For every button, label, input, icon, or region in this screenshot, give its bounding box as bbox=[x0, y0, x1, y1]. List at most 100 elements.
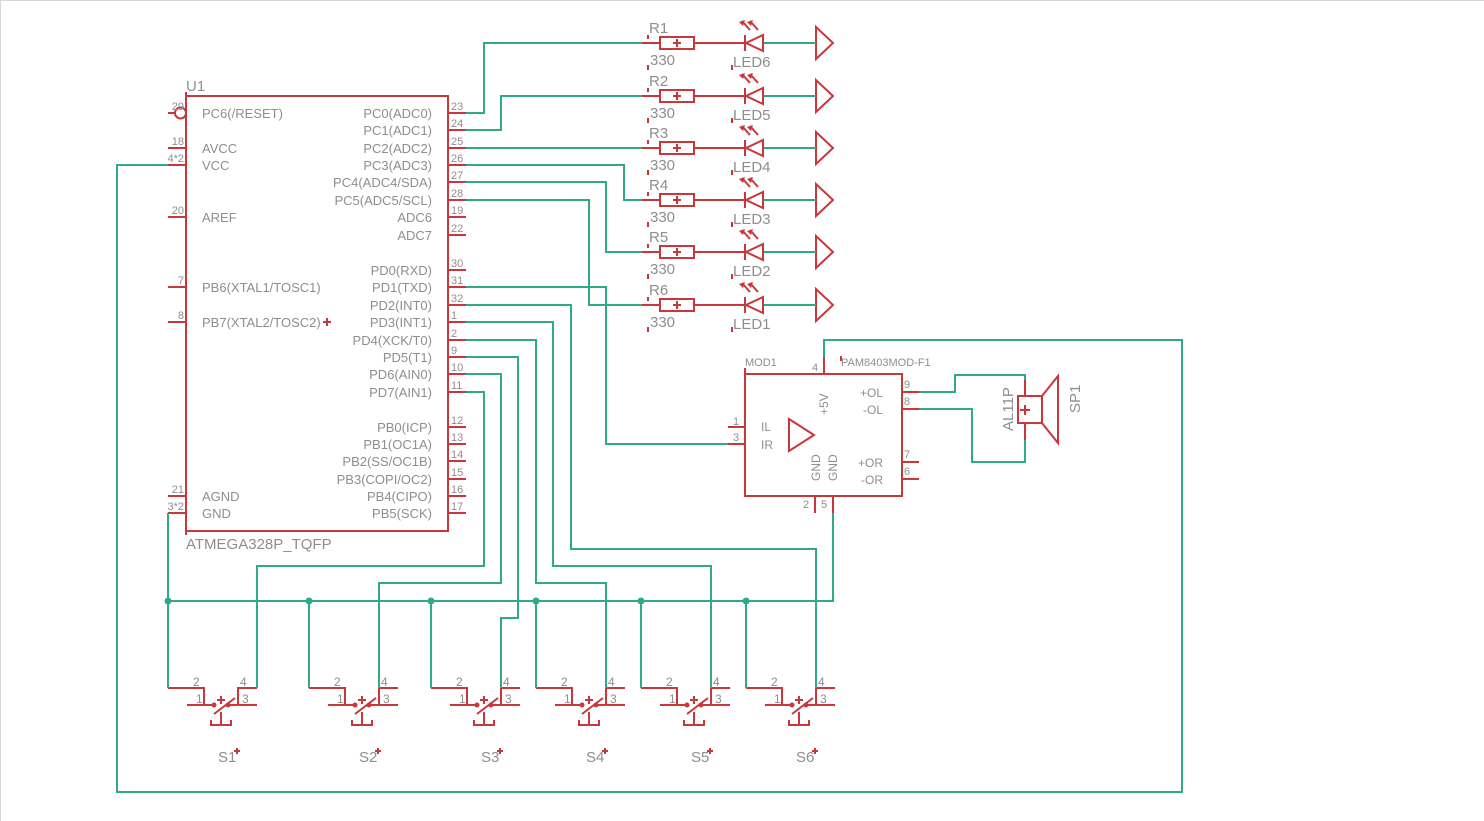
wire-pd3-s5 bbox=[466, 321, 712, 688]
pin-label: AGND bbox=[202, 489, 240, 504]
switch-terminal bbox=[605, 687, 625, 706]
mod1-amplifier[interactable]: MOD1 PAM8403MOD-F1 1 3 IL IR 4 +5V 2 5 G… bbox=[728, 356, 931, 513]
resistor-name: R3 bbox=[649, 125, 668, 142]
mod1-num-nor: 6 bbox=[904, 466, 910, 478]
sp1-name: SP1 bbox=[1067, 385, 1084, 413]
switch-terminal bbox=[746, 687, 783, 706]
pin-number: 23 bbox=[451, 101, 463, 113]
pin-label: PC4(ADC4/SDA) bbox=[333, 175, 432, 190]
switch-lever-icon bbox=[791, 697, 814, 715]
u1-name: U1 bbox=[186, 78, 205, 95]
pin-number: 1 bbox=[451, 310, 457, 322]
pin-label: PD4(XCK/T0) bbox=[353, 333, 432, 348]
pin-number: 3*2 bbox=[167, 501, 184, 513]
ground-triangle-icon bbox=[815, 233, 835, 271]
pin-number: 10 bbox=[451, 362, 463, 374]
led-name: LED4 bbox=[733, 159, 771, 176]
pin-number: 31 bbox=[451, 275, 463, 287]
mod1-num-ir: 3 bbox=[733, 432, 739, 444]
pin-label: PB2(SS/OC1B) bbox=[342, 454, 432, 469]
led-diode-icon bbox=[743, 33, 764, 53]
mod1-num-il: 1 bbox=[733, 416, 739, 428]
pin-number: 19 bbox=[451, 205, 463, 217]
light-arrowhead-icon bbox=[747, 282, 753, 288]
light-arrowhead-icon bbox=[747, 229, 753, 235]
wire-pd4-s4 bbox=[466, 339, 607, 688]
pin-number: 22 bbox=[451, 223, 463, 235]
pin-label: PD6(AIN0) bbox=[369, 367, 432, 382]
switch-contact-icon bbox=[684, 702, 690, 708]
u1-right-pins: 23PC0(ADC0)24PC1(ADC1)25PC2(ADC2)26PC3(A… bbox=[333, 101, 466, 521]
pin-number: 25 bbox=[451, 136, 463, 148]
switch-lever-icon bbox=[213, 697, 236, 715]
mod1-label-por: +OR bbox=[858, 456, 883, 470]
pin-label: PD2(INT0) bbox=[370, 298, 432, 313]
wire-pc0-r1 bbox=[466, 42, 642, 114]
sp1-speaker[interactable]: AL11P SP1 bbox=[1000, 373, 1084, 446]
pin-label: ADC7 bbox=[397, 228, 432, 243]
resistor-name: R5 bbox=[649, 229, 668, 246]
mod1-num-gnd1: 2 bbox=[803, 499, 809, 511]
ground-triangle-icon bbox=[815, 77, 835, 115]
inverted-pin-circle-icon bbox=[174, 106, 187, 120]
pin-number: 2 bbox=[451, 328, 457, 340]
pin-label: AVCC bbox=[202, 141, 237, 156]
switch-pin-number: 4 bbox=[381, 675, 388, 689]
switch-name: S3 bbox=[481, 749, 499, 766]
pin-label: PD7(AIN1) bbox=[369, 385, 432, 400]
led-name: LED5 bbox=[733, 107, 771, 124]
wires bbox=[116, 42, 1183, 793]
junction-dot bbox=[742, 597, 750, 605]
led-diode-icon bbox=[743, 242, 764, 262]
pin-number: 29 bbox=[172, 101, 184, 113]
wire-vcc bbox=[116, 164, 1183, 793]
u1-body bbox=[185, 95, 449, 532]
switch-pin-number: 4 bbox=[818, 675, 825, 689]
switch-pin-number: 4 bbox=[240, 675, 247, 689]
pin-label: PD0(RXD) bbox=[371, 263, 432, 278]
led-name: LED1 bbox=[733, 316, 771, 333]
switch-pin-number: 4 bbox=[608, 675, 615, 689]
wire-pd5-s3 bbox=[466, 356, 519, 688]
switch-terminal bbox=[378, 687, 398, 706]
wire-pc3-r4 bbox=[466, 164, 642, 201]
pin-number: 11 bbox=[451, 380, 462, 392]
switch-pin-number: 1 bbox=[774, 692, 781, 706]
led-name: LED2 bbox=[733, 263, 771, 280]
pin-number: 15 bbox=[451, 467, 463, 479]
wire-pd1-ir bbox=[466, 286, 728, 445]
switch-name: S1 bbox=[218, 749, 236, 766]
led-diode-icon bbox=[743, 86, 764, 106]
mod1-num-por: 7 bbox=[904, 449, 910, 461]
ground-triangle-icon bbox=[815, 181, 835, 219]
switch-name: S6 bbox=[796, 749, 814, 766]
switch-pin-number: 1 bbox=[669, 692, 676, 706]
pin-number: 20 bbox=[172, 205, 184, 217]
wire-ol-plus bbox=[919, 374, 1026, 393]
